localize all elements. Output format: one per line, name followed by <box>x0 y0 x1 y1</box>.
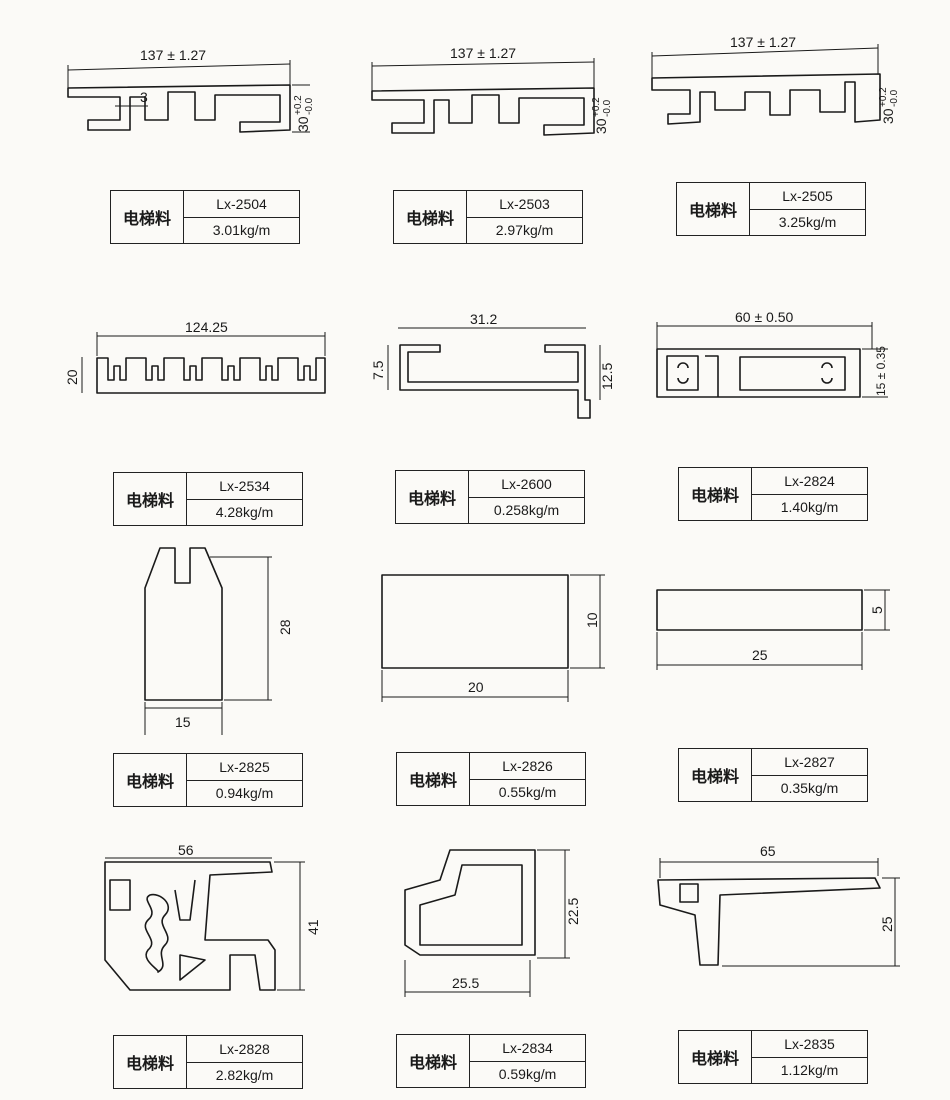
svg-text:+0.2: +0.2 <box>293 95 304 115</box>
profile-code: Lx-2828 <box>187 1036 302 1063</box>
profile-code: Lx-2825 <box>187 754 302 781</box>
profile-weight: 4.28kg/m <box>215 504 274 521</box>
svg-text:3: 3 <box>140 89 148 105</box>
spec-table-lx-2834: 电梯料 Lx-2834 0.59kg/m <box>396 1034 586 1088</box>
svg-text:7.5: 7.5 <box>370 360 386 380</box>
profile-weight: 0.59kg/m <box>498 1066 557 1083</box>
profile-code: Lx-2827 <box>752 749 867 776</box>
spec-table-lx-2835: 电梯料 Lx-2835 1.12kg/m <box>678 1030 868 1084</box>
profile-weight: 0.35kg/m <box>780 780 839 797</box>
profile-lx-2825: 28 15 <box>144 547 293 735</box>
svg-text:20: 20 <box>64 369 80 385</box>
profile-lx-2503: 137 ± 1.27 30+0.2-0.0 <box>371 45 613 136</box>
category-label: 电梯料 <box>679 749 752 801</box>
profile-code: Lx-2835 <box>752 1031 867 1058</box>
svg-text:25: 25 <box>752 647 768 663</box>
svg-text:22.5: 22.5 <box>565 898 581 925</box>
profile-code: Lx-2504 <box>184 191 299 218</box>
profile-lx-2505: 137 ± 1.27 30+0.2-0.0 <box>651 34 900 125</box>
profile-lx-2834: 22.5 25.5 <box>404 849 581 997</box>
svg-text:31.2: 31.2 <box>470 311 497 327</box>
svg-text:+0.2: +0.2 <box>591 97 602 117</box>
category-label: 电梯料 <box>114 473 187 525</box>
profile-weight: 3.01kg/m <box>212 222 271 239</box>
svg-text:-0.0: -0.0 <box>602 99 613 117</box>
svg-text:124.25: 124.25 <box>185 319 228 335</box>
svg-text:5: 5 <box>869 606 885 614</box>
profile-weight: 1.40kg/m <box>780 499 839 516</box>
profile-lx-2824: 60 ± 0.50 15 ± 0.35 <box>656 309 888 398</box>
category-label: 电梯料 <box>397 753 470 805</box>
svg-text:15: 15 <box>175 714 191 730</box>
profile-weight: 2.82kg/m <box>215 1067 274 1084</box>
svg-text:+0.2: +0.2 <box>878 87 889 107</box>
spec-table-lx-2505: 电梯料 Lx-2505 3.25kg/m <box>676 182 866 236</box>
svg-text:15 ± 0.35: 15 ± 0.35 <box>874 346 888 396</box>
svg-text:12.5: 12.5 <box>599 363 615 390</box>
category-label: 电梯料 <box>111 191 184 243</box>
category-label: 电梯料 <box>394 191 467 243</box>
spec-table-lx-2827: 电梯料 Lx-2827 0.35kg/m <box>678 748 868 802</box>
svg-text:28: 28 <box>277 619 293 635</box>
svg-text:41: 41 <box>305 919 321 935</box>
profile-lx-2827: 5 25 <box>656 589 890 670</box>
profile-lx-2600: 31.2 7.5 12.5 <box>370 311 615 419</box>
category-label: 电梯料 <box>677 183 750 235</box>
spec-table-lx-2825: 电梯料 Lx-2825 0.94kg/m <box>113 753 303 807</box>
svg-text:25.5: 25.5 <box>452 975 479 991</box>
svg-text:137 ± 1.27: 137 ± 1.27 <box>730 34 796 50</box>
profile-code: Lx-2505 <box>750 183 865 210</box>
svg-text:30: 30 <box>295 116 311 132</box>
profile-lx-2835: 65 25 <box>657 843 900 967</box>
svg-text:137 ± 1.27: 137 ± 1.27 <box>140 47 206 63</box>
spec-table-lx-2828: 电梯料 Lx-2828 2.82kg/m <box>113 1035 303 1089</box>
profile-code: Lx-2503 <box>467 191 582 218</box>
category-label: 电梯料 <box>114 754 187 806</box>
category-label: 电梯料 <box>114 1036 187 1088</box>
svg-text:65: 65 <box>760 843 776 859</box>
profile-lx-2534: 124.25 20 <box>64 319 326 394</box>
profile-weight: 0.94kg/m <box>215 785 274 802</box>
profile-weight: 0.258kg/m <box>493 502 560 519</box>
svg-text:30: 30 <box>593 118 609 134</box>
profile-code: Lx-2824 <box>752 468 867 495</box>
profile-weight: 2.97kg/m <box>495 222 554 239</box>
svg-text:56: 56 <box>178 842 194 858</box>
spec-table-lx-2504: 电梯料 Lx-2504 3.01kg/m <box>110 190 300 244</box>
spec-table-lx-2503: 电梯料 Lx-2503 2.97kg/m <box>393 190 583 244</box>
svg-text:137 ± 1.27: 137 ± 1.27 <box>450 45 516 61</box>
profile-code: Lx-2834 <box>470 1035 585 1062</box>
spec-table-lx-2826: 电梯料 Lx-2826 0.55kg/m <box>396 752 586 806</box>
profile-code: Lx-2534 <box>187 473 302 500</box>
svg-text:-0.0: -0.0 <box>304 97 315 115</box>
profile-weight: 1.12kg/m <box>780 1062 839 1079</box>
spec-table-lx-2534: 电梯料 Lx-2534 4.28kg/m <box>113 472 303 526</box>
svg-text:60 ± 0.50: 60 ± 0.50 <box>735 309 793 325</box>
category-label: 电梯料 <box>679 1031 752 1083</box>
profile-weight: 3.25kg/m <box>778 214 837 231</box>
spec-table-lx-2824: 电梯料 Lx-2824 1.40kg/m <box>678 467 868 521</box>
svg-text:10: 10 <box>584 612 600 628</box>
svg-text:30: 30 <box>880 108 896 124</box>
svg-text:-0.0: -0.0 <box>889 89 900 107</box>
profile-code: Lx-2600 <box>469 471 584 498</box>
svg-text:25: 25 <box>879 916 895 932</box>
svg-text:20: 20 <box>468 679 484 695</box>
profile-weight: 0.55kg/m <box>498 784 557 801</box>
spec-table-lx-2600: 电梯料 Lx-2600 0.258kg/m <box>395 470 585 524</box>
profile-lx-2828: 56 41 <box>104 842 321 991</box>
profile-lx-2826: 10 20 <box>381 574 605 702</box>
category-label: 电梯料 <box>397 1035 470 1087</box>
category-label: 电梯料 <box>396 471 469 523</box>
profile-lx-2504: 137 ± 1.27 3 30+0.2-0.0 <box>67 47 315 133</box>
category-label: 电梯料 <box>679 468 752 520</box>
profile-code: Lx-2826 <box>470 753 585 780</box>
